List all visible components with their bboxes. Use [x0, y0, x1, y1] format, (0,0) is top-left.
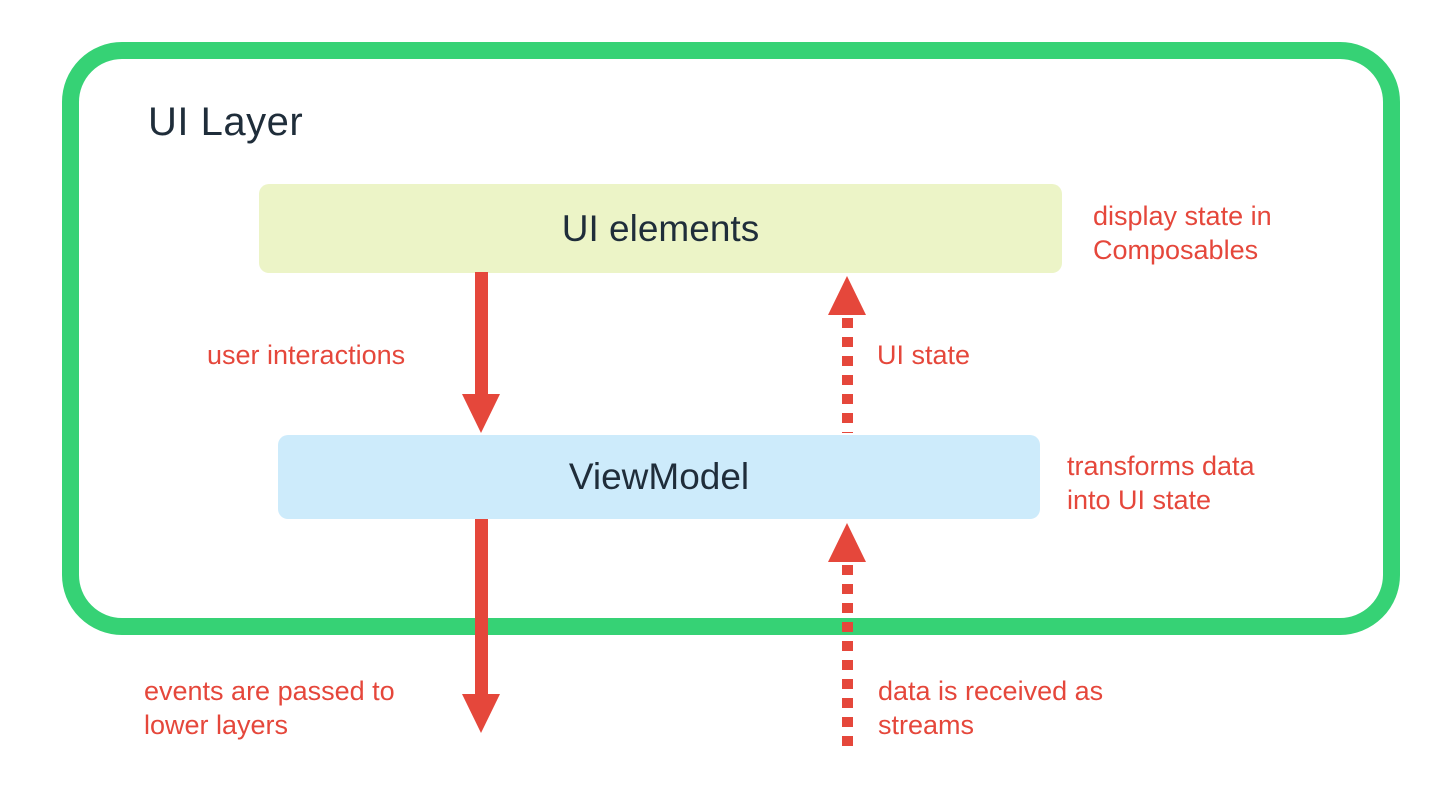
events-arrow-line [475, 519, 488, 697]
data-streams-arrowhead-icon [828, 523, 866, 562]
user-interactions-arrow-line [475, 272, 488, 397]
viewmodel-box: ViewModel [278, 435, 1040, 519]
events-arrowhead-icon [462, 694, 500, 733]
data-streams-arrow-line [842, 565, 853, 748]
ui-layer-boundary [62, 42, 1400, 635]
ui-state-label: UI state [877, 340, 971, 370]
data-streams-label: data is received as streams [878, 676, 1104, 740]
user-interactions-arrowhead-icon [462, 394, 500, 433]
ui-state-arrow-line [842, 318, 853, 433]
user-interactions-label: user interactions [207, 340, 406, 370]
ui-elements-label: UI elements [561, 207, 760, 249]
ui-elements-box: UI elements [259, 184, 1062, 273]
ui-layer-title: UI Layer [148, 100, 304, 144]
viewmodel-label: ViewModel [568, 456, 750, 497]
ui-elements-annotation: display state in Composables [1093, 201, 1272, 265]
events-lower-layers-label: events are passed to lower layers [144, 676, 395, 740]
ui-state-arrowhead-icon [828, 276, 866, 315]
viewmodel-annotation: transforms data into UI state [1067, 451, 1255, 515]
